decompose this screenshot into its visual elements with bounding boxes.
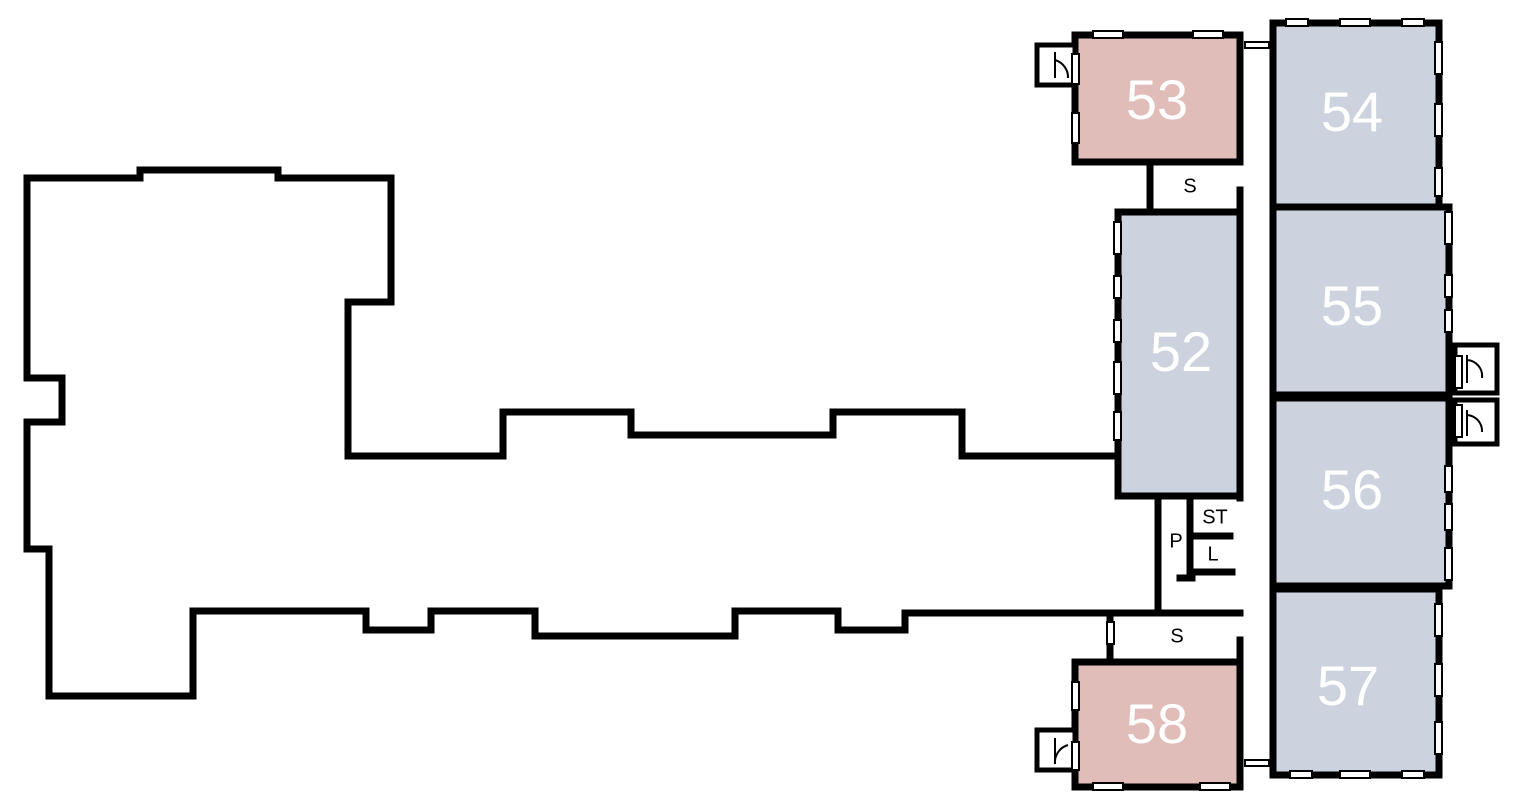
room-label-57: 57 [1317,654,1379,717]
room-label-53: 53 [1126,68,1188,131]
room-52[interactable] [1114,208,1244,500]
main-building-outline-lower [23,174,1122,700]
plant-label: P [1169,530,1182,552]
window-marks [1071,18,1463,791]
utility-wall [1176,496,1236,582]
storage-label: ST [1202,506,1228,528]
room-58[interactable] [1071,658,1244,791]
door-swing-icon [1466,355,1484,383]
room-label-52: 52 [1150,320,1212,383]
main-building-outline [23,166,1122,460]
room-53[interactable] [1071,31,1244,166]
lift-label: L [1207,543,1218,565]
door-swing-icon [1054,52,1070,79]
stair-label-top: S [1183,175,1196,197]
door-swing-icon [1053,738,1069,765]
room-label-56: 56 [1321,458,1383,521]
room-55[interactable] [1269,203,1453,399]
room-label-58: 58 [1126,692,1188,755]
stair-label-bottom: S [1170,625,1183,647]
door-swing-icon [1466,410,1484,436]
room-label-54: 54 [1321,80,1383,143]
room-label-55: 55 [1321,274,1383,337]
